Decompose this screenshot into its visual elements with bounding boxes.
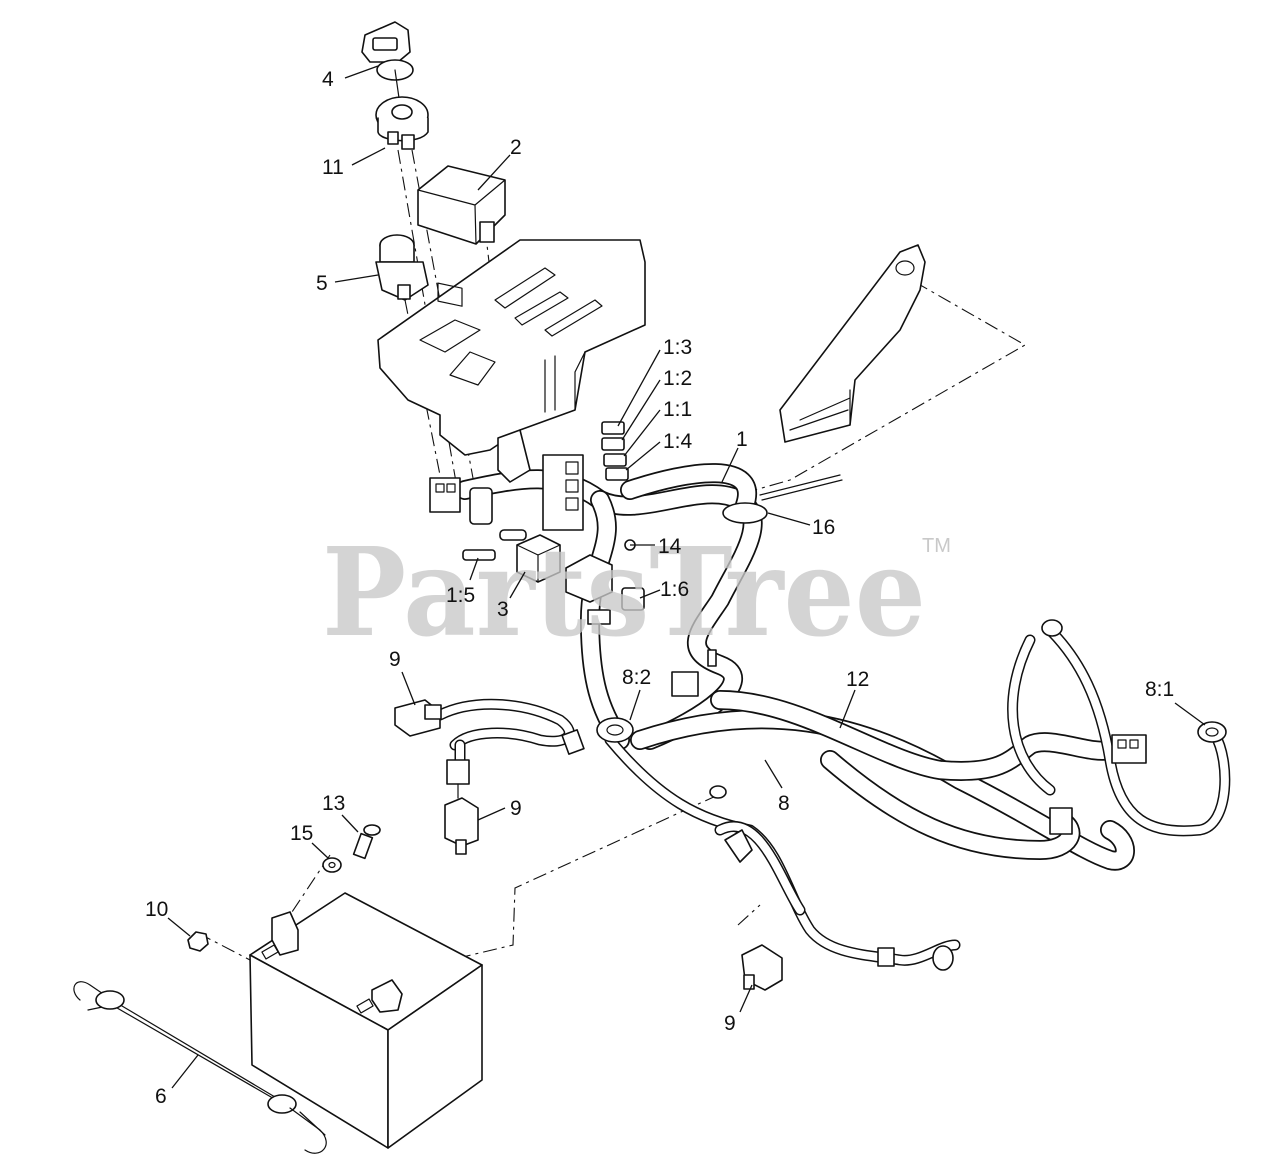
callout-12: 12 [846, 668, 869, 691]
harness-connectors [429, 429, 584, 531]
pto-switch [375, 234, 429, 301]
callout-9-mid: 9 [510, 797, 522, 820]
leader-lines [167, 65, 1206, 1089]
callout-8: 8 [778, 792, 790, 815]
fuse-terminal [462, 529, 527, 561]
hour-meter [417, 165, 506, 307]
safety-switch-lower [724, 829, 783, 991]
callout-1-1: 1:1 [663, 398, 692, 421]
callout-5: 5 [316, 272, 328, 295]
hardware [187, 824, 381, 952]
callout-labels: 4 11 2 5 1:3 1:2 1:1 1:4 1 16 14 1:6 1:5… [145, 68, 1174, 1108]
callout-11: 11 [322, 156, 344, 179]
rear-connectors [877, 734, 1147, 971]
callout-1: 1 [736, 428, 748, 451]
callout-9-lower: 9 [724, 1012, 736, 1035]
watermark-text: PartsTree [322, 520, 926, 664]
callout-6: 6 [155, 1085, 167, 1108]
callout-1-3: 1:3 [663, 336, 692, 359]
relay [516, 534, 561, 583]
mounting-panel [377, 239, 646, 456]
callout-4: 4 [322, 68, 334, 91]
callout-2: 2 [510, 136, 522, 159]
battery [249, 892, 483, 1149]
watermark-trademark: TM [922, 535, 951, 557]
watermark: PartsTree TM [322, 520, 951, 664]
safety-switch-left [394, 699, 442, 737]
callout-9-left: 9 [389, 648, 401, 671]
right-bracket [779, 244, 926, 443]
safety-switch-mid [444, 759, 479, 855]
ignition-switch [375, 96, 429, 150]
callout-1-5: 1:5 [446, 584, 475, 607]
callout-1-2: 1:2 [663, 367, 692, 390]
ignition-key [361, 21, 414, 106]
battery-terminal-ring [561, 619, 1227, 799]
callout-8-1: 8:1 [1145, 678, 1174, 701]
callout-13: 13 [322, 792, 345, 815]
callout-1-4: 1:4 [663, 430, 693, 453]
callout-14: 14 [658, 535, 682, 558]
callout-3: 3 [497, 598, 509, 621]
callout-16: 16 [812, 516, 835, 539]
callout-15: 15 [290, 822, 313, 845]
fuses [601, 421, 629, 481]
callout-10: 10 [145, 898, 168, 921]
relay-socket [565, 539, 645, 625]
callout-8-2: 8:2 [622, 666, 651, 689]
callout-1-6: 1:6 [660, 578, 689, 601]
hold-down-rod [73, 981, 327, 1154]
